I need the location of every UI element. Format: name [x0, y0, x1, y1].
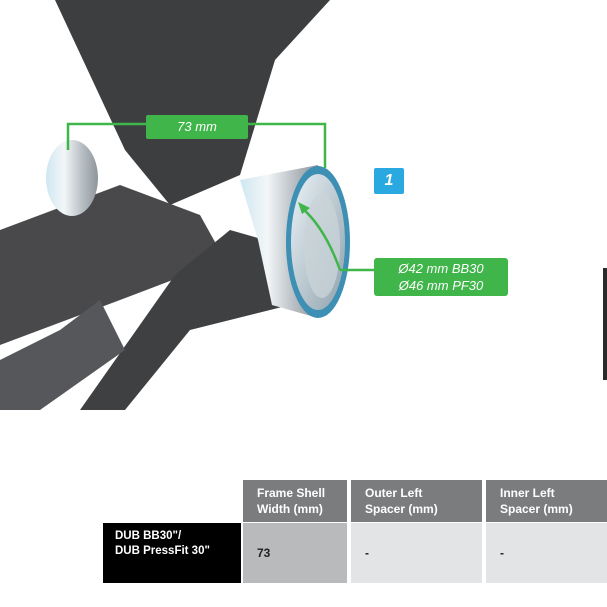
diameter-dimension	[298, 202, 376, 272]
step-number-badge: 1	[374, 168, 404, 194]
frame-tubes	[0, 0, 330, 410]
diameter-label-bb30: Ø42 mm BB30	[398, 261, 484, 276]
diameter-label: Ø42 mm BB30 Ø46 mm PF30	[374, 258, 508, 296]
cell-outer-left-spacer: -	[351, 523, 482, 583]
row-label-dub-bb30: DUB BB30"/ DUB PressFit 30"	[103, 523, 241, 583]
cell-inner-left-spacer: -	[486, 523, 607, 583]
shell-width-label: 73 mm	[146, 115, 248, 139]
cell-frame-shell-width: 73	[243, 523, 347, 583]
edge-divider	[603, 268, 607, 380]
bottom-bracket-illustration	[0, 0, 376, 410]
header-outer-left-spacer: Outer Left Spacer (mm)	[351, 480, 482, 522]
diameter-label-pf30: Ø46 mm PF30	[398, 278, 484, 293]
header-frame-shell-width: Frame Shell Width (mm)	[243, 480, 347, 522]
header-inner-left-spacer: Inner Left Spacer (mm)	[486, 480, 607, 522]
